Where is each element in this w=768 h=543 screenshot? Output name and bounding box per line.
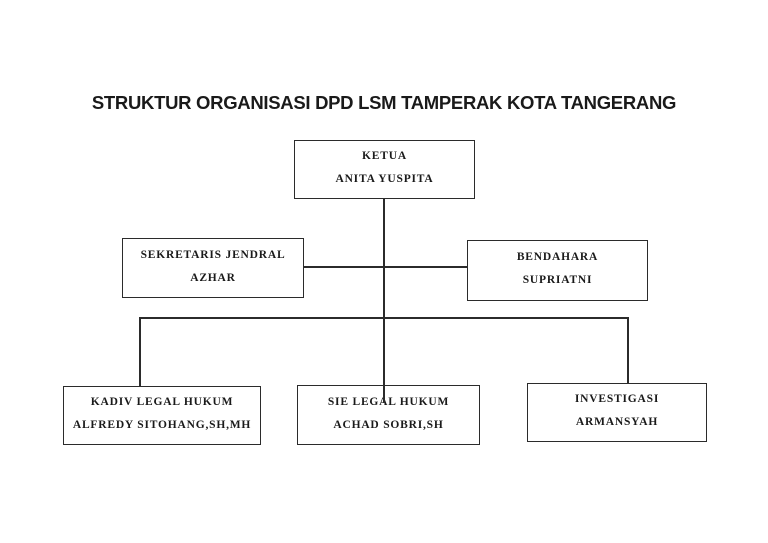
person-name: AZHAR: [190, 271, 236, 284]
connector-sekjen-bendahara: [303, 266, 467, 268]
org-node-investigasi: INVESTIGASI ARMANSYAH: [527, 383, 707, 442]
person-name: ARMANSYAH: [575, 416, 659, 428]
chart-title: STRUKTUR ORGANISASI DPD LSM TAMPERAK KOT…: [91, 92, 677, 113]
connector-investigasi-drop: [627, 317, 629, 384]
org-node-sekretaris-jendral: SEKRETARIS JENDRAL AZHAR: [122, 238, 304, 298]
role-label: BENDAHARA: [516, 251, 599, 263]
org-node-sie-legal-hukum: SIE LEGAL HUKUM ACHAD SOBRI,SH: [297, 385, 480, 445]
connector-trunk-vertical: [383, 198, 385, 403]
person-name: ALFREDY SITOHANG,SH,MH: [72, 419, 252, 431]
role-label: INVESTIGASI: [574, 393, 660, 405]
person-name: ANITA YUSPITA: [335, 173, 434, 185]
org-node-kadiv-legal-hukum: KADIV LEGAL HUKUM ALFREDY SITOHANG,SH,MH: [63, 386, 261, 445]
person-name: ACHAD SOBRI,SH: [333, 418, 444, 431]
connector-kadiv-drop: [139, 317, 141, 387]
role-label: KETUA: [362, 150, 407, 162]
role-label: SIE LEGAL HUKUM: [327, 395, 450, 408]
person-name: SUPRIATNI: [522, 274, 593, 286]
role-label: SEKRETARIS JENDRAL: [140, 248, 286, 261]
org-node-bendahara: BENDAHARA SUPRIATNI: [467, 240, 648, 301]
org-node-ketua: KETUA ANITA YUSPITA: [294, 140, 475, 199]
role-label: KADIV LEGAL HUKUM: [90, 396, 234, 408]
